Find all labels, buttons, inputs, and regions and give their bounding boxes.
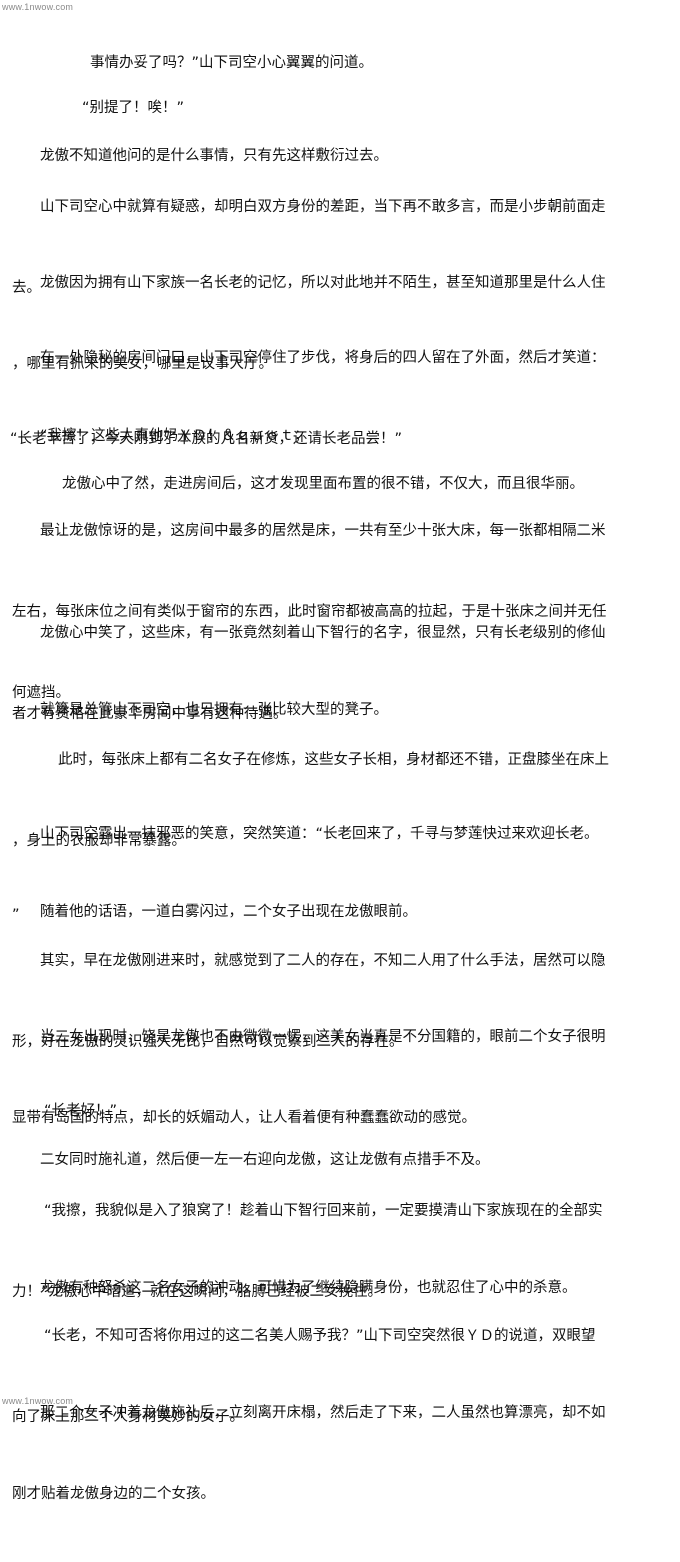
paragraph: 龙傲不知道他问的是什么事情，只有先这样敷衍过去。 [40, 89, 676, 224]
paragraph-line: ” [12, 907, 20, 923]
paragraph-line: 此时，每张床上都有二名女子在修炼，这些女子长相，身材都还不错，正盘膝坐在床上 [58, 752, 609, 768]
paragraph: 山下司空露出一抹邪恶的笑意，突然笑道：“长老回来了，千寻与梦莲快过来欢迎长老。 … [12, 767, 676, 983]
paragraph-line: 左右，每张床位之间有类似于窗帘的东西，此时窗帘都被高高的拉起，于是十张床之间并无… [12, 604, 607, 620]
paragraph: 那二个女子冲着龙傲施礼后，立刻离开床榻，然后走了下来，二人虽然也算漂亮，却不如 … [12, 1346, 676, 1562]
paragraph-line: 刚才贴着龙傲身边的二个女孩。 [12, 1486, 215, 1502]
paragraph-line: 山下司空心中就算有疑惑，却明白双方身份的差距，当下再不敢多言，而是小步朝前面走 [40, 199, 606, 215]
paragraph: 龙傲心中了然，走进房间后，这才发现里面布置的很不错，不仅大，而且很华丽。 [62, 417, 680, 552]
paragraph-line: 者才有资格在此豪华房间中享有这种待遇。 [12, 706, 288, 722]
paragraph-line: 去。 [12, 280, 41, 296]
paragraph: 随着他的话语，一道白雾闪过，二个女子出现在龙傲眼前。 [40, 845, 676, 980]
paragraph-line: 龙傲不知道他问的是什么事情，只有先这样敷衍过去。 [40, 148, 388, 164]
paragraph-line: “我擦，我貌似是入了狼窝了！趁着山下智行回来前，一定要摸清山下家族现在的全部实 [44, 1203, 603, 1219]
paragraph-line: “长老好！” [44, 1103, 118, 1119]
paragraph: 龙傲因为拥有山下家族一名长老的记忆，所以对此地并不陌生，甚至知道那里是什么人住 … [12, 216, 676, 432]
paragraph: 在一处隐秘的房间门口，山下司空停住了步伐，将身后的四人留在了外面，然后才笑道： … [10, 291, 676, 507]
paragraph-line: 那二个女子冲着龙傲施礼后，立刻离开床榻，然后走了下来，二人虽然也算漂亮，却不如 [40, 1405, 606, 1421]
paragraph-line: 当二女出现时，饶是龙傲也不由微微一愣，这美女当真是不分国籍的，眼前二个女子很明 [40, 1029, 606, 1045]
paragraph-line: 二女同时施礼道，然后便一左一右迎向龙傲，这让龙傲有点措手不及。 [40, 1152, 490, 1168]
paragraph: 龙傲心中笑了，这些床，有一张竟然刻着山下智行的名字，很显然，只有长老级别的修仙 … [12, 566, 676, 782]
paragraph: “长老好！” [44, 1044, 680, 1179]
paragraph: 当二女出现时，饶是龙傲也不由微微一愣，这美女当真是不分国籍的，眼前二个女子很明 … [12, 970, 676, 1186]
paragraph: “别提了！唉！” [82, 41, 680, 176]
paragraph-line: 就算是总管山下司空，也只拥有一张比较大型的凳子。 [40, 702, 388, 718]
paragraph-line: 形，好在龙傲的灵识强大无比，自然可以觉察到二人的存在。 [12, 1034, 404, 1050]
watermark-top: www.1nwow.com [2, 2, 74, 12]
paragraph-line: “我擦！这些人真他妈ＹＤ！＆ｑｕｏｔ； [40, 428, 309, 444]
paragraph: “我擦！这些人真他妈ＹＤ！＆ｑｕｏｔ； [40, 369, 676, 504]
paragraph-line: “长老，不知可否将你用过的这二名美人赐予我？”山下司空突然很ＹＤ的说道，双眼望 [44, 1328, 596, 1344]
paragraph: 二女同时施礼道，然后便一左一右迎向龙傲，这让龙傲有点措手不及。 [40, 1093, 676, 1228]
paragraph: 山下司空心中就算有疑惑，却明白双方身份的差距，当下再不敢多言，而是小步朝前面走 … [12, 140, 676, 356]
paragraph: 事情办妥了吗？”山下司空小心翼翼的问道。 [90, 0, 680, 131]
watermark-bottom: www.1nwow.com [2, 1396, 74, 1406]
paragraph: 此时，每张床上都有二名女子在修炼，这些女子长相，身材都还不错，正盘膝坐在床上 ，… [12, 693, 680, 909]
paragraph-line: 何遮挡。 [12, 685, 70, 701]
paragraph-line: 龙傲心中笑了，这些床，有一张竟然刻着山下智行的名字，很显然，只有长老级别的修仙 [40, 625, 606, 641]
paragraph: 龙傲有种怒杀这二名女子的冲动，可惜为了继续隐瞒身份，也就忍住了心中的杀意。 [40, 1221, 676, 1356]
paragraph-line: 显带有岛国的特点，却长的妖媚动人，让人看着便有种蠢蠢欲动的感觉。 [12, 1110, 476, 1126]
paragraph-line: 龙傲心中了然，走进房间后，这才发现里面布置的很不错，不仅大，而且很华丽。 [62, 476, 584, 492]
paragraph: 其实，早在龙傲刚进来时，就感觉到了二人的存在，不知二人用了什么手法，居然可以隐 … [12, 894, 676, 1110]
paragraph-line: “别提了！唉！” [82, 100, 185, 116]
paragraph-line: ，身上的衣服却非常暴露。 [12, 833, 186, 849]
paragraph: “我擦，我貌似是入了狼窝了！趁着山下智行回来前，一定要摸清山下家族现在的全部实 … [12, 1144, 680, 1360]
paragraph-line: 龙傲有种怒杀这二名女子的冲动，可惜为了继续隐瞒身份，也就忍住了心中的杀意。 [40, 1280, 577, 1296]
paragraph-line: 事情办妥了吗？”山下司空小心翼翼的问道。 [90, 55, 374, 71]
paragraph-line: “长老辛苦了，今天刚到了本族的几名新货，还请长老品尝！” [10, 431, 403, 447]
paragraph-line: 龙傲因为拥有山下家族一名长老的记忆，所以对此地并不陌生，甚至知道那里是什么人住 [40, 275, 606, 291]
paragraph: 最让龙傲惊讶的是，这房间中最多的居然是床，一共有至少十张大床，每一张都相隔二米 … [12, 464, 676, 761]
paragraph: 就算是总管山下司空，也只拥有一张比较大型的凳子。 [40, 643, 676, 778]
paragraph-line: 山下司空露出一抹邪恶的笑意，突然笑道：“长老回来了，千寻与梦莲快过来欢迎长老。 [40, 826, 599, 842]
paragraph-line: 力！”龙傲心中暗道，就在这瞬间，胳膊已经被二女挽住。 [12, 1284, 383, 1300]
paragraph-line: 随着他的话语，一道白雾闪过，二个女子出现在龙傲眼前。 [40, 904, 417, 920]
paragraph-line: ，哪里有抓来的美女，哪里是议事大厅。 [12, 356, 273, 372]
paragraph-line: 最让龙傲惊讶的是，这房间中最多的居然是床，一共有至少十张大床，每一张都相隔二米 [40, 523, 606, 539]
document-page: www.1nwow.com 事情办妥了吗？”山下司空小心翼翼的问道。 “别提了！… [2, 0, 680, 1502]
paragraph-line: 在一处隐秘的房间门口，山下司空停住了步伐，将身后的四人留在了外面，然后才笑道： [40, 350, 606, 366]
paragraph-line: 其实，早在龙傲刚进来时，就感觉到了二人的存在，不知二人用了什么手法，居然可以隐 [40, 953, 606, 969]
